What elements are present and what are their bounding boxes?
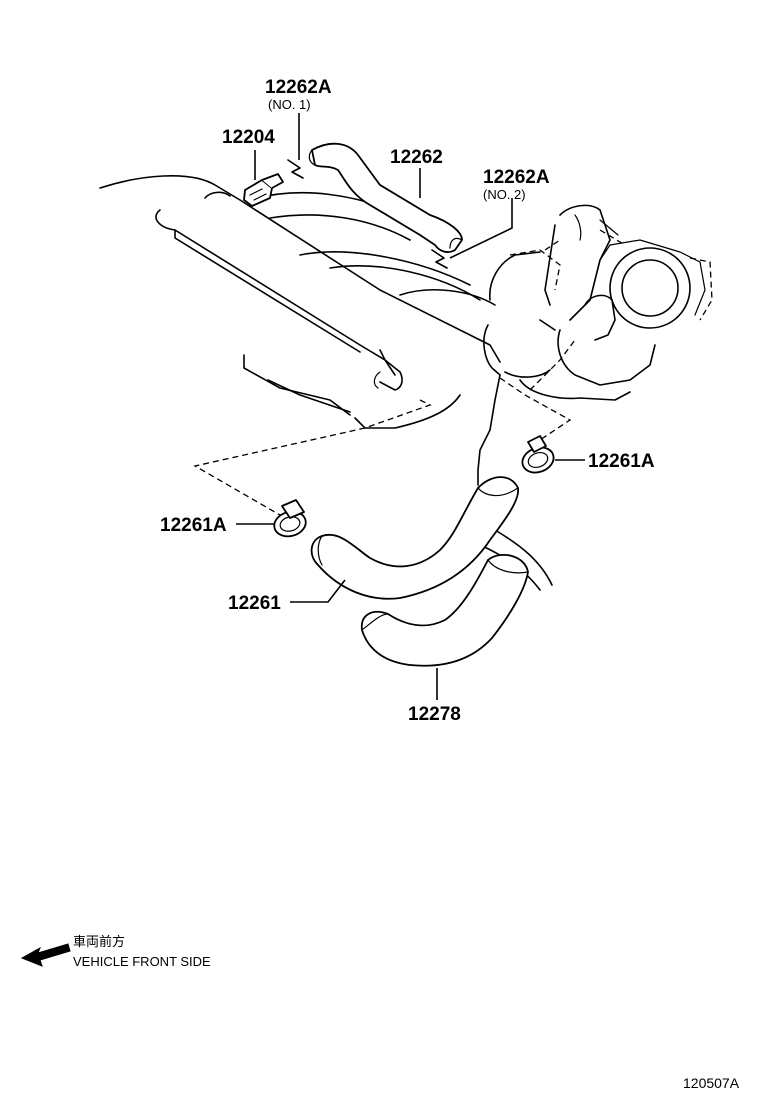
hose-12261	[310, 476, 519, 600]
hose-12262	[308, 142, 463, 253]
label-12262a-no2-note: (NO. 2)	[483, 187, 526, 202]
arrow-left-icon	[20, 943, 71, 967]
clip-12262a-no1	[287, 159, 304, 179]
clamp-12261a-left	[273, 499, 307, 538]
label-12204: 12204	[222, 127, 275, 148]
label-12261a-right: 12261A	[588, 451, 655, 472]
label-12262a-no1: 12262A	[265, 77, 332, 98]
label-12261a-left: 12261A	[160, 515, 227, 536]
direction-label-en: VEHICLE FRONT SIDE	[73, 954, 211, 969]
pcv-valve-12204	[243, 173, 284, 207]
figure-code: 120507A	[683, 1075, 740, 1091]
clip-12262a-no2	[431, 249, 448, 269]
label-12261: 12261	[228, 593, 281, 614]
direction-label-jp: 車両前方	[73, 934, 125, 949]
label-12262a-no2: 12262A	[483, 167, 550, 188]
label-12262: 12262	[390, 147, 443, 168]
clamp-12261a-right	[521, 435, 555, 474]
leader-lines	[236, 113, 585, 700]
label-12278: 12278	[408, 704, 461, 725]
label-12262a-no1-note: (NO. 1)	[268, 97, 311, 112]
hose-12278	[360, 554, 529, 667]
connection-lines	[193, 339, 576, 516]
engine-outline	[99, 174, 713, 591]
vehicle-front-indicator: 車両前方 VEHICLE FRONT SIDE	[20, 934, 211, 969]
